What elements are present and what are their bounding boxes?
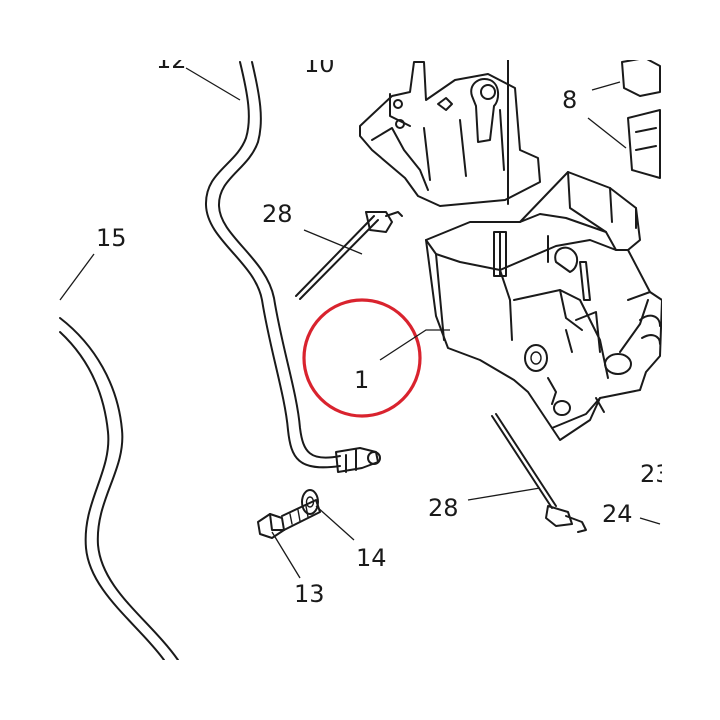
callout-13: 13 bbox=[294, 580, 325, 608]
leader-lines bbox=[59, 55, 661, 579]
callout-labels: 12 10 8 28 15 1 28 24 14 13 bbox=[96, 86, 633, 608]
callout-8: 8 bbox=[562, 86, 577, 114]
cable-tie-28-lower bbox=[491, 413, 587, 533]
cable-tie-28-upper bbox=[295, 211, 403, 300]
cable-12 bbox=[204, 61, 381, 473]
callout-28-upper: 28 bbox=[262, 200, 293, 228]
callout-15: 15 bbox=[96, 224, 127, 252]
callout-28-lower: 28 bbox=[428, 494, 459, 522]
crop-mask-bottom bbox=[0, 660, 720, 720]
callout-23: 23 bbox=[640, 460, 671, 488]
connector-8 bbox=[621, 57, 661, 179]
callout-12-edge: 12 bbox=[156, 46, 187, 74]
crop-mask-right bbox=[662, 0, 720, 720]
crop-mask-top bbox=[0, 0, 720, 60]
cable-15 bbox=[59, 317, 179, 661]
washer-14 bbox=[301, 489, 319, 515]
bolt-13 bbox=[257, 499, 321, 539]
callout-14: 14 bbox=[356, 544, 387, 572]
bracket-assembly-1 bbox=[359, 59, 663, 441]
callout-24: 24 bbox=[602, 500, 633, 528]
highlight-circle bbox=[302, 298, 422, 418]
callout-10-edge: 10 bbox=[304, 50, 335, 78]
callout-1: 1 bbox=[354, 366, 369, 394]
